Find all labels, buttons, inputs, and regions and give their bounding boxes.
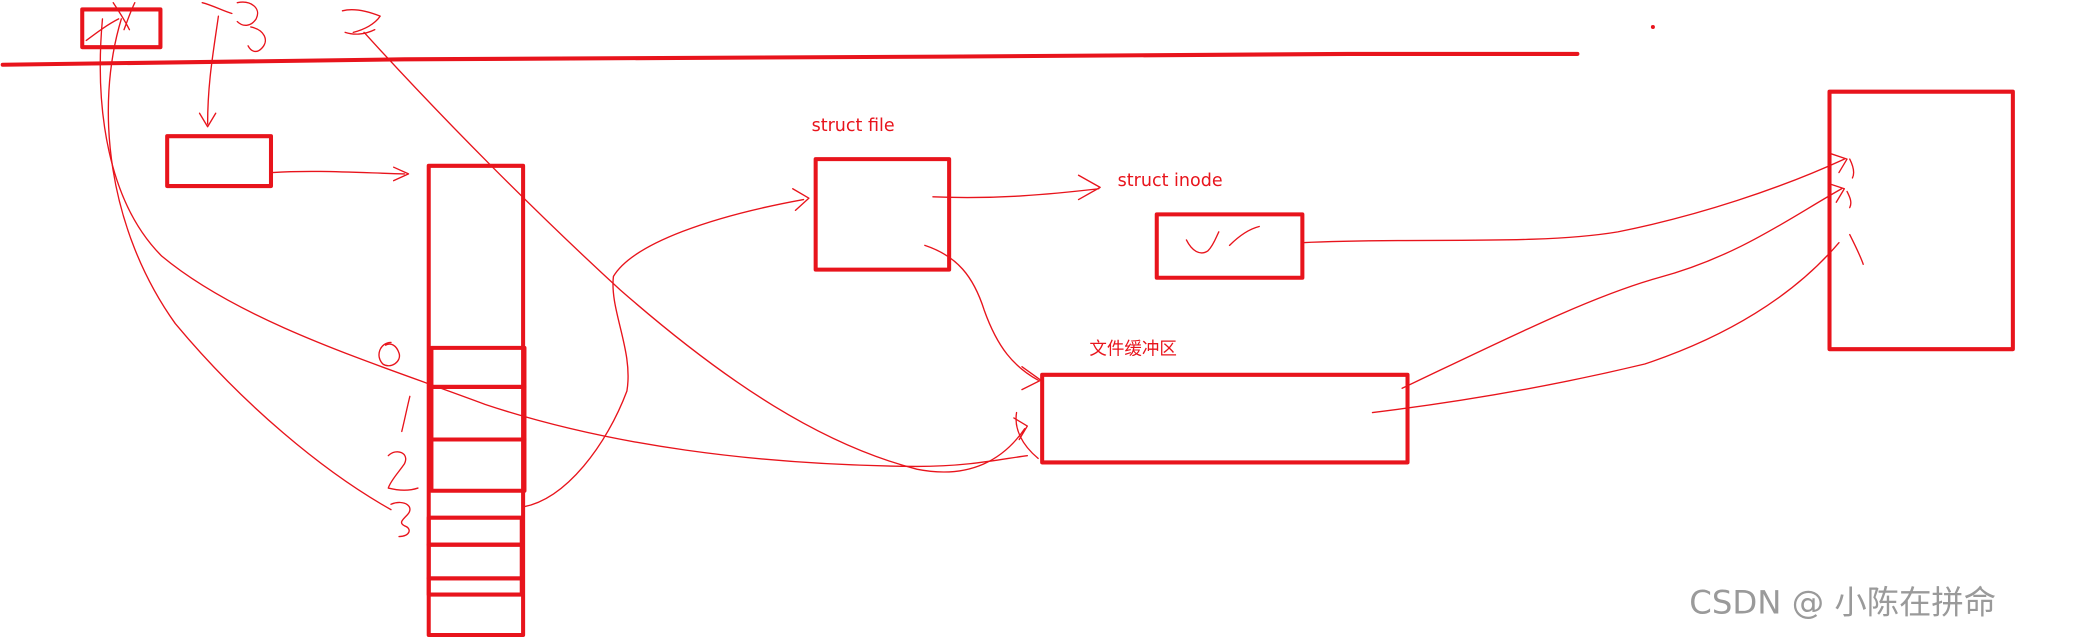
file-buffer-box [1040,372,1410,465]
curve-topleft-to-cell [107,18,392,511]
arrow-file-to-inode [932,174,1101,201]
scribble-top-3 [341,9,381,35]
struct-file-label: struct file [812,116,895,136]
buffer-tick [1015,411,1039,460]
arrow-to-fd-box [198,15,220,128]
scribble-two [387,451,419,491]
scribble-top-left [85,2,136,42]
struct-inode-box [1154,212,1305,280]
inode-scribble [1185,225,1260,254]
scribble-three [390,501,411,538]
arrow-cell-to-struct-file [522,188,810,508]
arrow-file-to-buffer [924,244,1042,391]
arrow-buffer-to-disk-lower [1371,242,1840,414]
watermark: CSDN @ 小陈在拼命 [1689,583,1996,621]
fd-array-cell-5 [426,576,524,597]
struct-inode-label: struct inode [1118,171,1223,191]
dot-mark [1650,24,1655,29]
struct-file-box [813,157,952,272]
fd-array-cell-4 [426,542,524,581]
fd-array-cell-2 [429,437,527,493]
disk-marks [1846,158,1864,265]
arrow-inode-to-disk [1301,153,1848,244]
scribble-one [401,395,411,433]
file-buffer-label: 文件缓冲区 [1089,340,1177,360]
fd-box [165,134,274,189]
scribble-zero [378,341,401,367]
top-left-box [80,7,163,50]
disk-box [1827,89,2015,352]
boundary-line [0,51,1580,67]
arrow-buffer-to-disk-upper [1401,182,1846,389]
fd-array-cell-0 [429,345,527,389]
curve-scribble-to-buffer [363,31,1029,473]
arrow-fd-to-array [271,166,410,182]
scribble-top-2 [201,1,266,53]
fd-array-cell-1 [429,384,527,442]
curve-topleft-to-buffer [99,18,1029,468]
fd-array-cell-3 [426,515,524,547]
